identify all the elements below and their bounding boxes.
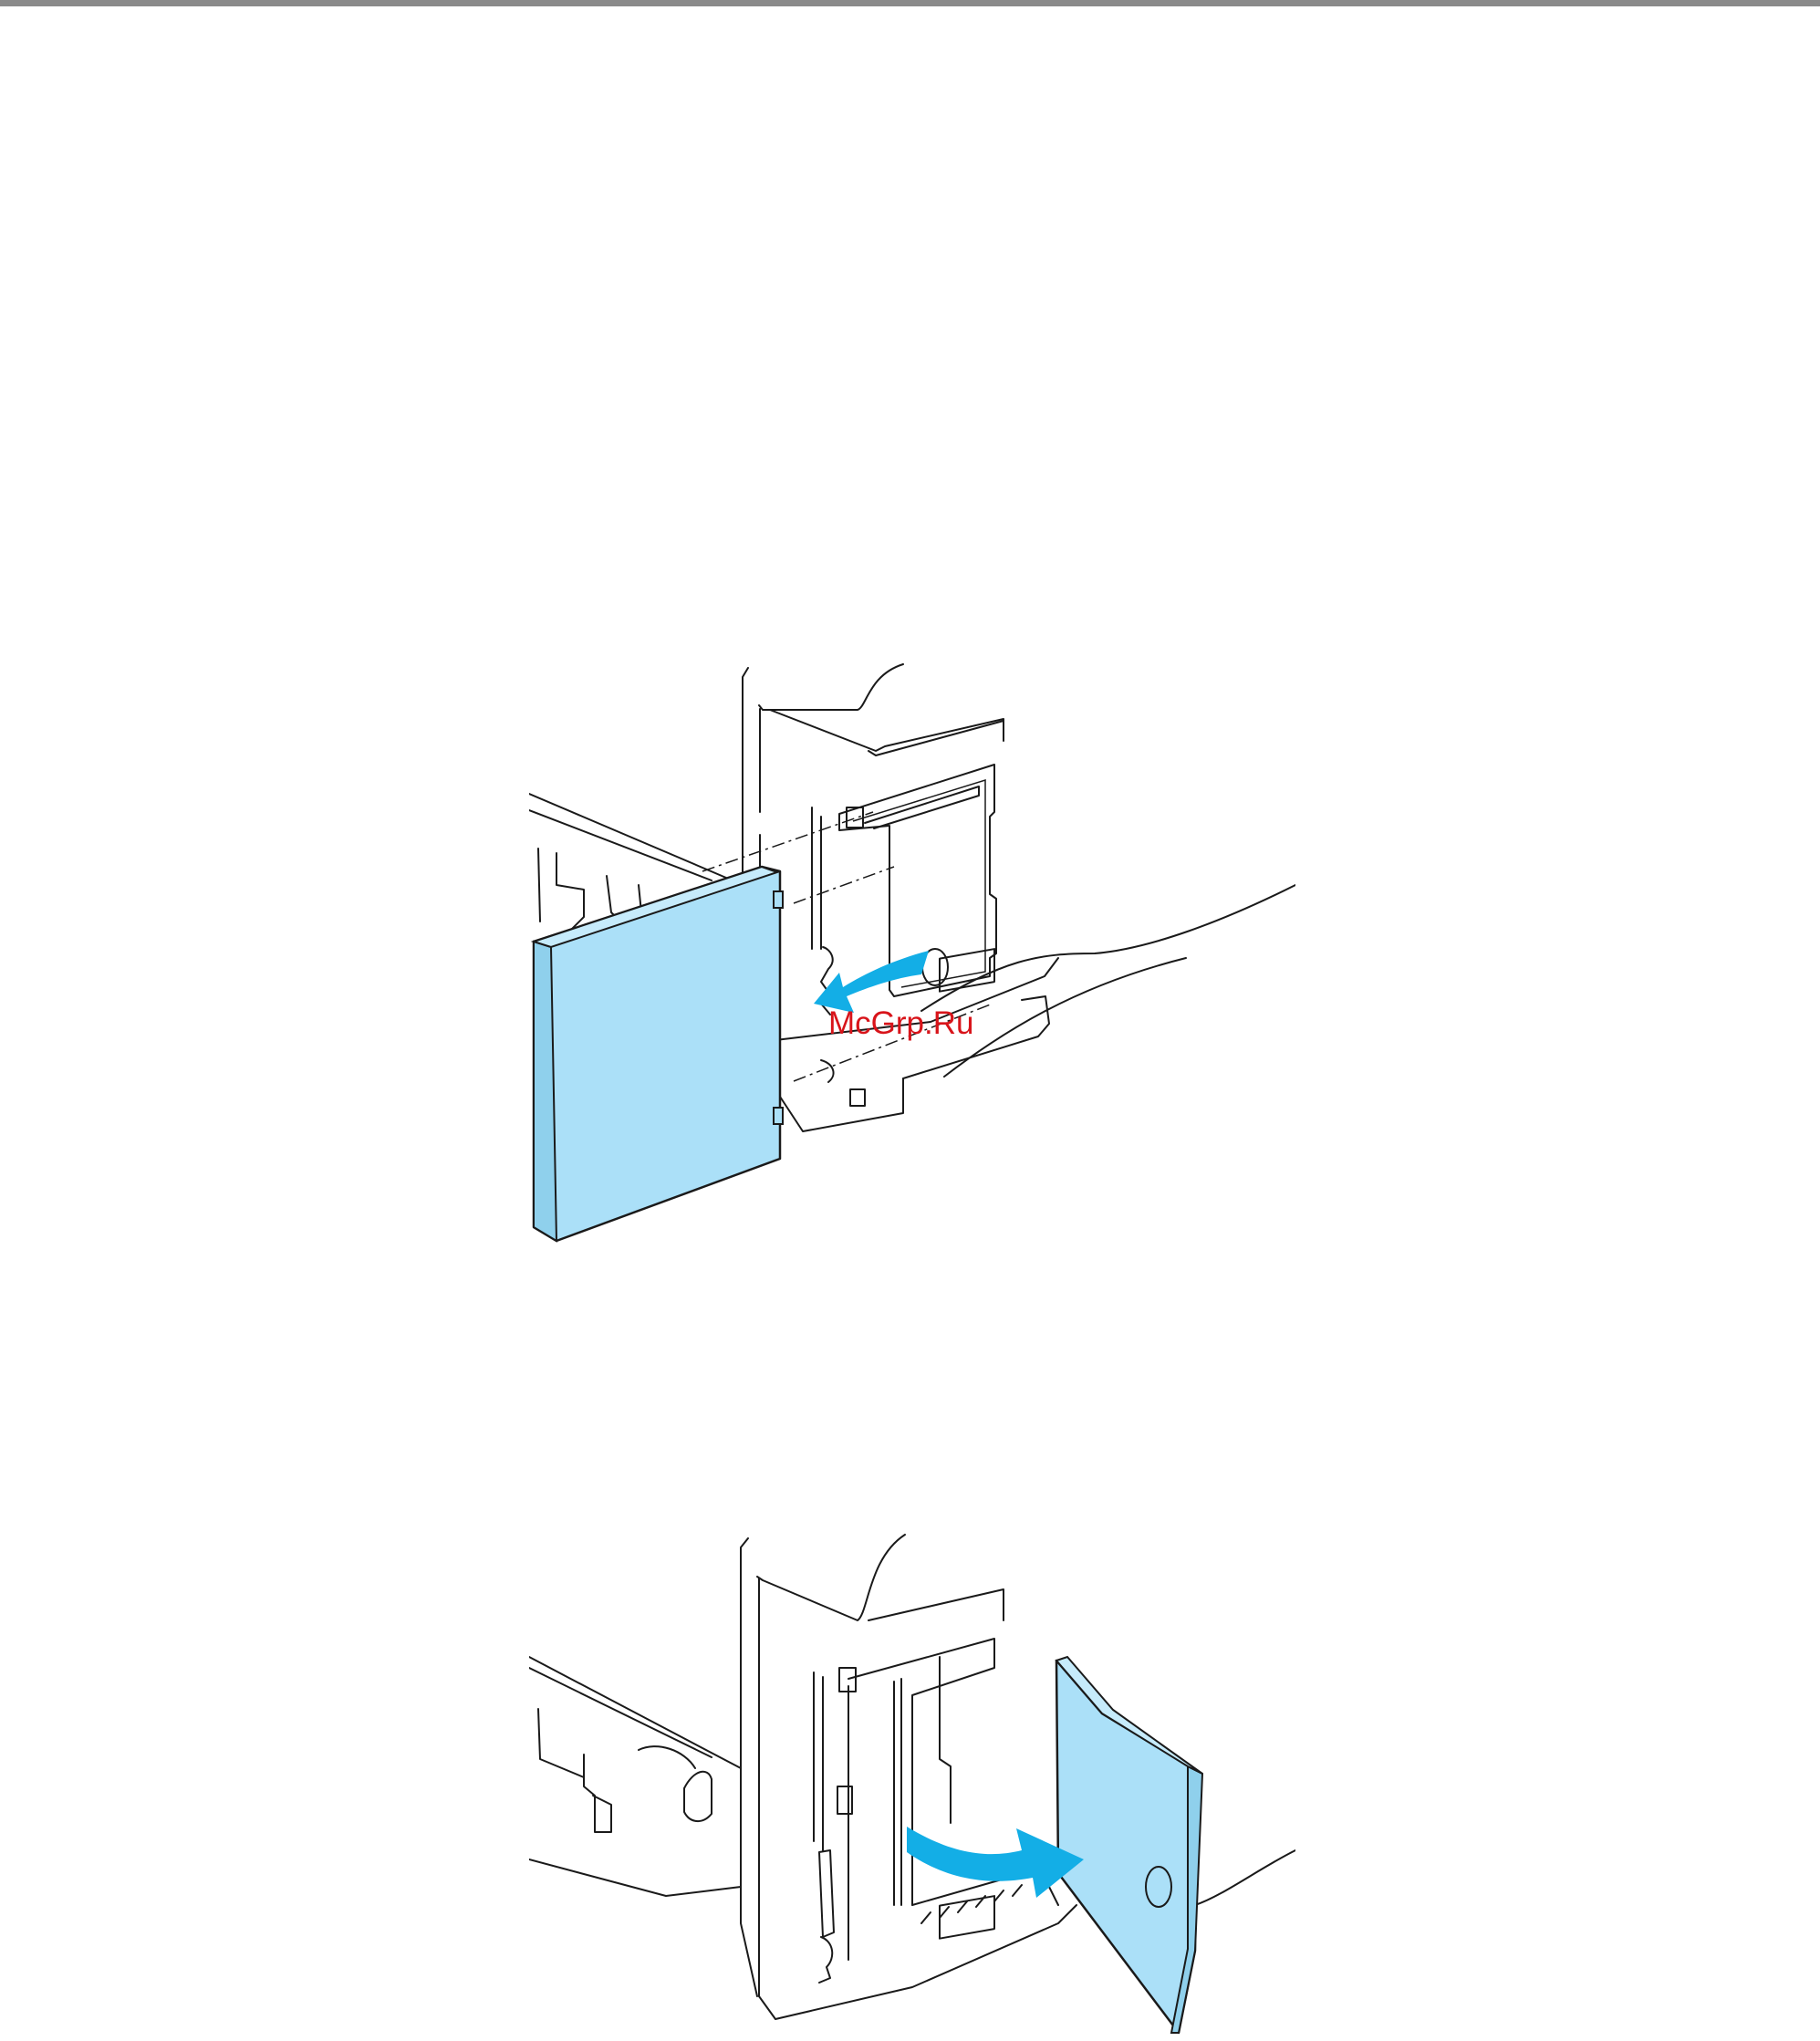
connector-lower-clip (821, 1060, 834, 1082)
card-guide (940, 1657, 951, 1823)
printer-top-curve (757, 1535, 905, 1620)
left-structure-lower (529, 1859, 741, 1896)
top-rule (0, 0, 1820, 6)
power-cable-lower (944, 958, 1186, 1077)
left-structure-edge (538, 849, 540, 922)
watermark-text: McGrp.Ru (828, 1005, 973, 1041)
left-structure-top2 (529, 1668, 712, 1757)
card-slot-rails (894, 1679, 901, 1905)
mid-hinge (837, 1786, 852, 1814)
power-cable-upper (921, 885, 1295, 1011)
access-cover-door-face (1056, 1661, 1195, 2033)
lower-hinge (850, 1089, 865, 1106)
cable-guide (814, 1672, 823, 1850)
connector-clip (819, 1937, 832, 1983)
parallel-connector (819, 1850, 834, 1937)
cable-guide (812, 807, 821, 949)
printer-top-shade (868, 1589, 1004, 1620)
remove-direction-arrow-icon (814, 951, 929, 1013)
left-structure-top (529, 1657, 741, 1768)
left-structure-latch (584, 1755, 611, 1832)
printer-top-curve (759, 664, 903, 710)
printer-top-panel-edge (868, 721, 1004, 755)
printer-side-panel-opening-illustration (529, 1522, 1295, 2041)
cover-tab-bottom (774, 1108, 783, 1124)
vent-slots (921, 1885, 1022, 1923)
figure-open-access-cover (529, 1522, 1295, 2041)
cover-tab-top (774, 891, 783, 908)
alignment-line-mid (794, 867, 894, 903)
access-cover-panel-face (534, 867, 780, 1241)
left-structure-edge (538, 1709, 584, 1777)
figure-remove-access-cover: McGrp.Ru (529, 657, 1295, 1296)
printer-side-panel-removal-illustration: McGrp.Ru (529, 657, 1295, 1296)
left-structure-mid (556, 853, 584, 931)
left-structure-knob (684, 1772, 712, 1821)
power-cable (1195, 1850, 1295, 1905)
opening-top-rail (865, 786, 979, 828)
printer-body-outline (741, 1538, 757, 1996)
printer-base (759, 1905, 1076, 2019)
left-structure-fan (639, 1746, 695, 1768)
alignment-line-top (702, 812, 873, 871)
